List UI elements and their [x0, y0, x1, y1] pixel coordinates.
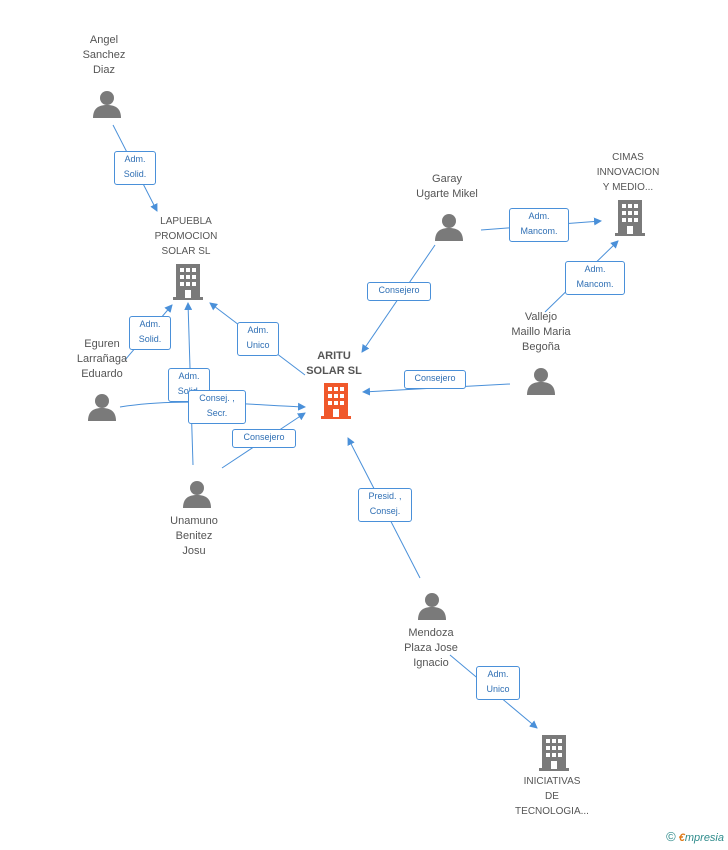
relation-label: Consejero: [404, 370, 466, 389]
relation-label: Adm. Unico: [476, 666, 520, 700]
node-label-garay: Garay Ugarte Mikel: [416, 173, 478, 200]
node-label-iniciativas: INICIATIVAS DE TECNOLOGIA...: [515, 776, 589, 817]
person-icon: [435, 214, 463, 241]
relation-label: Adm. Mancom.: [565, 261, 625, 295]
node-label-vallejo: Vallejo Maillo Maria Begoña: [511, 311, 571, 353]
building-icon: [539, 735, 569, 771]
relation-label: Adm. Solid.: [129, 316, 171, 350]
building-icon: [173, 264, 203, 300]
copyright-icon: ©: [666, 829, 676, 844]
relation-label: Consejero: [367, 282, 431, 301]
building-icon: [321, 383, 351, 419]
node-label-unamuno: Unamuno Benitez Josu: [170, 515, 218, 557]
relation-label: Consejero: [232, 429, 296, 448]
brand-footer: © €mpresia: [666, 829, 724, 844]
node-label-eguren: Eguren Larrañaga Eduardo: [76, 338, 128, 380]
node-label-aritu: ARITU SOLAR SL: [306, 350, 362, 377]
node-label-angel: Angel Sanchez Diaz: [82, 34, 126, 76]
person-icon: [183, 481, 211, 508]
person-icon: [418, 593, 446, 620]
brand-logo-e: €: [678, 832, 685, 844]
building-icon: [615, 200, 645, 236]
brand-logo-text: mpresia: [684, 832, 724, 844]
relation-label: Adm. Mancom.: [509, 208, 569, 242]
relation-label: Adm. Unico: [237, 322, 279, 356]
relation-label: Adm. Solid.: [114, 151, 156, 185]
person-icon: [527, 368, 555, 395]
relation-label: Consej. , Secr.: [188, 390, 246, 424]
person-icon: [88, 394, 116, 421]
node-label-lapuebla: LAPUEBLA PROMOCION SOLAR SL: [154, 216, 218, 257]
node-label-cimas: CIMAS INNOVACION Y MEDIO...: [596, 152, 660, 193]
person-icon: [93, 91, 121, 118]
node-label-mendoza: Mendoza Plaza Jose Ignacio: [404, 627, 458, 669]
relation-label: Presid. , Consej.: [358, 488, 412, 522]
